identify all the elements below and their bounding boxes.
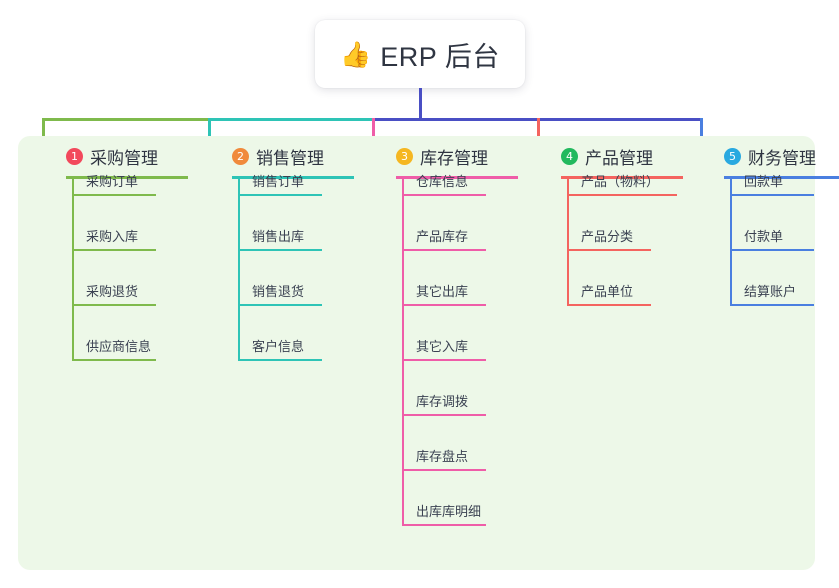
branch-header[interactable]: 4 产品管理 [537, 136, 702, 176]
leaf-item-label: 采购订单 [86, 174, 139, 189]
leaf-item-rule [402, 249, 486, 251]
branch-underline [396, 176, 518, 179]
leaf-item-rule [402, 414, 486, 416]
leaf-item-rule [402, 194, 486, 196]
leaf-item-label: 其它出库 [416, 284, 469, 299]
branch-column-1: 1 采购管理采购订单采购入库采购退货供应商信息 [42, 136, 207, 361]
leaf-item-rule [730, 249, 814, 251]
column-drop-connector [537, 118, 540, 148]
leaf-item-label: 产品分类 [581, 229, 634, 244]
branch-title: 财务管理 [748, 148, 816, 168]
branch-header[interactable]: 1 采购管理 [42, 136, 207, 176]
leaf-item-label: 结算账户 [744, 284, 797, 299]
leaf-item-label: 付款单 [744, 229, 784, 244]
leaf-item-label: 库存调拨 [416, 394, 469, 409]
branch-number-badge: 2 [232, 147, 249, 165]
leaf-item-rule [72, 249, 156, 251]
column-drop-connector [208, 118, 211, 148]
leaf-item-label: 产品（物料） [581, 174, 660, 189]
branch-title: 采购管理 [90, 148, 158, 168]
leaf-item-rule [567, 194, 677, 196]
leaf-item-label: 供应商信息 [86, 339, 152, 354]
leaf-item-rule [238, 359, 322, 361]
leaf-item-label: 销售退货 [252, 284, 305, 299]
branch-header[interactable]: 3 库存管理 [372, 136, 537, 176]
leaf-item-rule [238, 194, 322, 196]
branch-spine [72, 176, 74, 361]
leaf-item-rule [567, 304, 651, 306]
leaf-item-label: 出库库明细 [416, 504, 482, 519]
diagram-panel: 1 采购管理采购订单采购入库采购退货供应商信息 2 销售管理销售订单销售出库销售退货客… [18, 136, 839, 570]
leaf-item-rule [402, 359, 486, 361]
branch-title: 库存管理 [420, 148, 488, 168]
branch-column-4: 4 产品管理产品（物料） 产品分类产品单位 [537, 136, 702, 306]
branch-column-3: 3 库存管理仓库信息产品库存其它出库其它入库库存调拨库存盘点出库库明细 [372, 136, 537, 526]
root-node-title: ERP 后台 [380, 41, 500, 72]
thumbs-up-icon: 👍 [340, 40, 372, 69]
leaf-item-rule [567, 249, 651, 251]
leaf-item-rule [72, 359, 156, 361]
leaf-item-label: 客户信息 [252, 339, 305, 354]
leaf-item-label: 销售出库 [252, 229, 305, 244]
leaf-item-label: 其它入库 [416, 339, 469, 354]
leaf-item-rule [730, 304, 814, 306]
branch-title: 销售管理 [256, 148, 324, 168]
leaf-item-rule [402, 524, 486, 526]
branch-number-badge: 3 [396, 147, 413, 165]
leaf-item-label: 回款单 [744, 174, 784, 189]
leaf-item-label: 采购退货 [86, 284, 139, 299]
leaf-item-rule [72, 304, 156, 306]
leaf-item-label: 库存盘点 [416, 449, 469, 464]
branch-underline [561, 176, 683, 179]
leaf-item-label: 采购入库 [86, 229, 139, 244]
leaf-item-label: 产品库存 [416, 229, 469, 244]
leaf-item-rule [730, 194, 814, 196]
leaf-item-label: 销售订单 [252, 174, 305, 189]
root-stem-connector [419, 88, 422, 120]
leaf-item-rule [402, 304, 486, 306]
branch-number-badge: 4 [561, 147, 578, 165]
branch-number-badge: 1 [66, 147, 83, 165]
branch-title: 产品管理 [585, 148, 653, 168]
column-drop-connector [372, 118, 375, 148]
leaf-item-label: 仓库信息 [416, 174, 469, 189]
branch-spine [567, 176, 569, 306]
leaf-item-rule [72, 194, 156, 196]
column-drop-connector [42, 118, 45, 148]
branch-underline [724, 176, 839, 179]
branch-spine [402, 176, 404, 526]
branch-spine [730, 176, 732, 306]
branch-column-2: 2 销售管理销售订单销售出库销售退货客户信息 [208, 136, 373, 361]
bus-segment [208, 118, 372, 121]
column-drop-connector [700, 118, 703, 148]
root-node[interactable]: 👍 ERP 后台 [315, 20, 525, 88]
branch-number-badge: 5 [724, 147, 741, 165]
branch-underline [232, 176, 354, 179]
leaf-item-label: 产品单位 [581, 284, 634, 299]
branch-column-5: 5 财务管理回款单付款单结算账户 [700, 136, 839, 306]
leaf-item-rule [238, 249, 322, 251]
branch-underline [66, 176, 188, 179]
leaf-item-rule [238, 304, 322, 306]
bus-segment [372, 118, 701, 121]
branch-header[interactable]: 2 销售管理 [208, 136, 373, 176]
bus-segment [42, 118, 208, 121]
branch-spine [238, 176, 240, 361]
branch-header[interactable]: 5 财务管理 [700, 136, 839, 176]
leaf-item-rule [402, 469, 486, 471]
